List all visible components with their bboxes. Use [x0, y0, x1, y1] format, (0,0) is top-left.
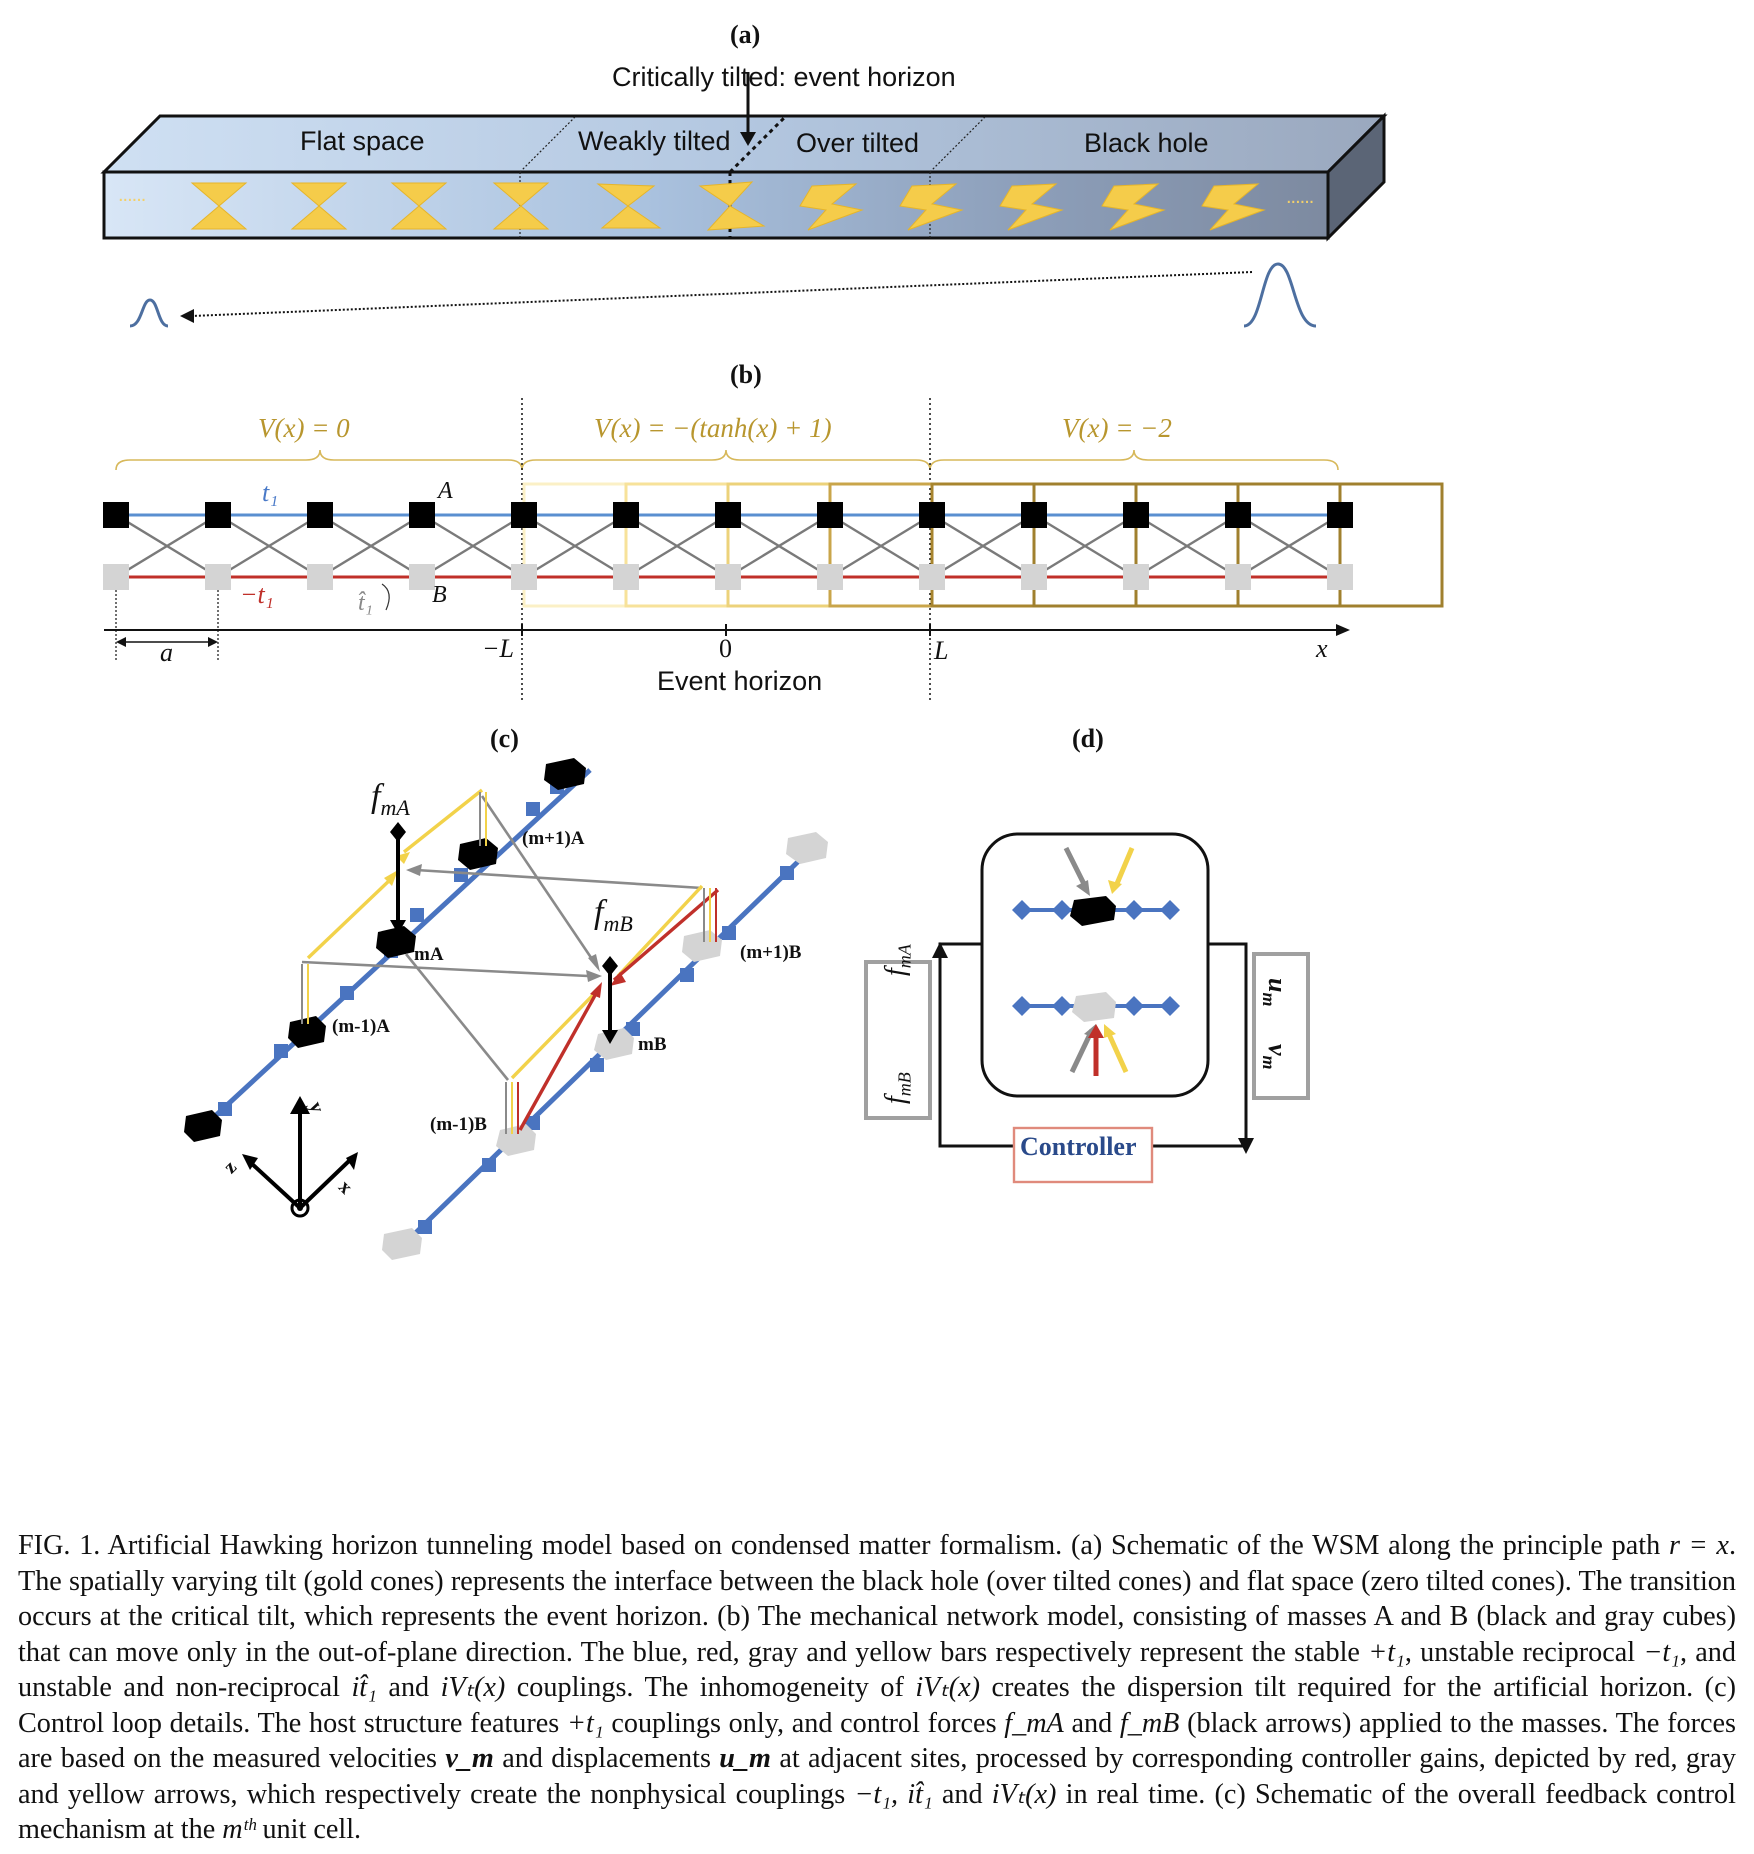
mass-B: [1225, 564, 1251, 590]
mass-A: [1123, 502, 1149, 528]
label-mminus1A: (m-1)A: [332, 1016, 391, 1037]
mass-A: [1327, 502, 1353, 528]
event-horizon-label: Critically tilted: event horizon: [612, 62, 956, 92]
dots-left: ......: [118, 184, 146, 206]
that-coupling: [931, 513, 1035, 579]
mass-A: [409, 502, 435, 528]
mass-A: [715, 502, 741, 528]
label-t1: t₁: [262, 478, 279, 507]
label-A: A: [438, 478, 453, 504]
that-coupling: [115, 513, 219, 579]
that-coupling: [217, 513, 321, 579]
outgoing-wavepacket: [1243, 262, 1317, 328]
escaping-wavepacket: [129, 298, 169, 328]
tick-L: L: [934, 636, 949, 665]
tick-minus-L: −L: [482, 634, 515, 663]
that-coupling: [523, 513, 627, 579]
force-box-label-bottom: fmB: [880, 1072, 915, 1104]
tick-zero: 0: [719, 634, 732, 663]
that-coupling: [829, 513, 933, 579]
measurement-box: [1252, 952, 1310, 1100]
figure-caption: FIG. 1. Artificial Hawking horizon tunne…: [18, 1530, 1737, 1845]
potential-transition: V(x) = −(tanh(x) + 1): [594, 413, 832, 443]
mass-A: [613, 502, 639, 528]
mass-A: [307, 502, 333, 528]
mass-A: [511, 502, 537, 528]
label-mA: mA: [414, 944, 444, 965]
panel-c-diagram: [184, 758, 828, 1260]
mass-B: [307, 564, 333, 590]
label-B: B: [432, 582, 447, 608]
panel-d-letter: (d): [1072, 724, 1104, 753]
mass-B: [103, 564, 129, 590]
label-minus-t1: −t₁: [240, 580, 274, 609]
force-box-label-top: fmA: [880, 944, 915, 976]
region-over-tilted: Over tilted: [796, 128, 920, 158]
mass-B: [1123, 564, 1149, 590]
controller-label: Controller: [1020, 1132, 1137, 1161]
panel-a-diagram: [100, 72, 1388, 328]
axis-x-label: x: [1316, 634, 1328, 663]
potential-flat: V(x) = 0: [258, 413, 350, 443]
potential-black-hole: V(x) = −2: [1062, 413, 1172, 443]
panel-c-letter: (c): [490, 724, 519, 753]
slab-side-face: [1326, 112, 1386, 242]
panel-b-letter: (b): [730, 360, 762, 389]
that-coupling: [1033, 513, 1137, 579]
that-coupling: [1237, 513, 1341, 579]
force-mB: fmB: [594, 894, 633, 936]
mass-B: [511, 564, 537, 590]
measure-box-label-bottom: vm: [1258, 1044, 1292, 1070]
dots-right: ......: [1286, 186, 1314, 208]
label-t1-hat: t̂₁: [358, 590, 374, 616]
event-horizon-caption: Event horizon: [657, 666, 823, 696]
that-coupling: [727, 513, 831, 579]
mass-B: [919, 564, 945, 590]
mass-B: [715, 564, 741, 590]
mass-A: [205, 502, 231, 528]
panel-d-diagram: [864, 832, 1310, 1184]
mass-A: [817, 502, 843, 528]
force-mA: fmA: [371, 778, 410, 820]
mass-A: [103, 502, 129, 528]
panel-a-letter: (a): [730, 20, 761, 49]
cone-icons: [190, 181, 1266, 231]
mass-A: [1225, 502, 1251, 528]
region-black-hole: Black hole: [1084, 128, 1209, 158]
mass-B: [205, 564, 231, 590]
mass-B: [613, 564, 639, 590]
panel-b-lattice: [103, 398, 1444, 700]
mass-B: [409, 564, 435, 590]
force-box: [864, 960, 932, 1120]
region-flat-space: Flat space: [300, 126, 425, 156]
that-coupling: [625, 513, 729, 579]
label-m1B: (m+1)B: [740, 942, 802, 963]
region-weakly-tilted: Weakly tilted: [578, 126, 731, 156]
mass-B: [1021, 564, 1047, 590]
controller-box: [1012, 1126, 1154, 1184]
label-mminus1B: (m-1)B: [430, 1114, 487, 1135]
measure-box-label-top: um: [1258, 978, 1292, 1007]
mass-A: [1021, 502, 1047, 528]
potential-coupling: [1236, 482, 1444, 608]
mass-B: [817, 564, 843, 590]
label-m1A: (m+1)A: [522, 828, 585, 849]
label-a: a: [160, 638, 173, 667]
that-coupling: [1135, 513, 1239, 579]
mass-A: [919, 502, 945, 528]
mass-B: [1327, 564, 1353, 590]
that-coupling: [319, 513, 423, 579]
that-coupling: [421, 513, 525, 579]
unit-cell-box: [980, 832, 1210, 1098]
label-mB: mB: [638, 1034, 667, 1055]
